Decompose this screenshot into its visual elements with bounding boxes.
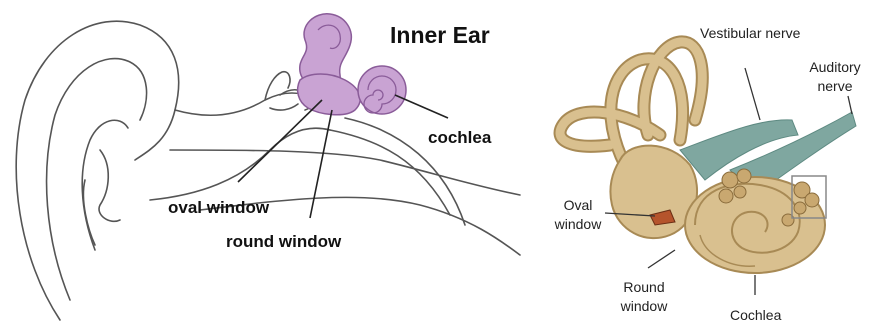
label-vestibular-nerve: Vestibular nerve [700, 24, 800, 43]
pinna-fold [47, 59, 147, 300]
vestibular-nerve-leader [745, 68, 760, 120]
label-round-window-r: Round window [612, 278, 676, 316]
label-oval-window-r: Oval window [548, 196, 608, 234]
label-oval-window: oval window [168, 198, 269, 218]
oval-window-leader [238, 100, 322, 182]
inner-ear-title: Inner Ear [390, 22, 490, 49]
outer-ear-sketch [0, 0, 530, 328]
cochlea-leader [395, 95, 448, 118]
round-window-leader-r [648, 250, 675, 268]
ear-canal-bottom [150, 128, 330, 200]
label-cochlea-r: Cochlea [730, 306, 781, 325]
ear-canal-top [175, 93, 315, 115]
label-cochlea: cochlea [428, 128, 491, 148]
cochlea-body [685, 169, 826, 273]
label-auditory-nerve: Auditory nerve [800, 58, 870, 96]
auditory-nerve-leader [848, 96, 852, 114]
round-window-leader [310, 110, 332, 218]
inner-ear-illustration [530, 0, 873, 328]
label-round-window: round window [226, 232, 341, 252]
pinna-rim [16, 21, 178, 320]
